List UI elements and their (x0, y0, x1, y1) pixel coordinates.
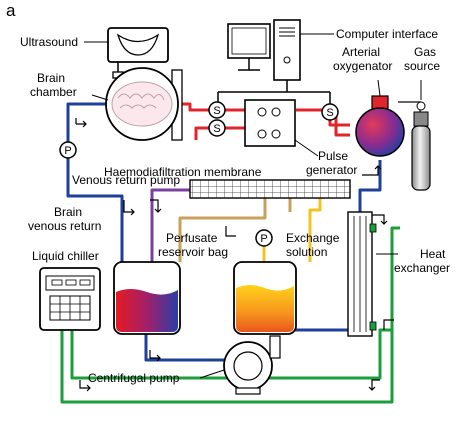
flow-arrow (362, 165, 382, 176)
sensor: S (208, 101, 226, 119)
label-heat-exchanger-line2: exchanger (394, 261, 450, 275)
exchange-line (308, 198, 322, 262)
label-haemodiafiltration-membrane: Haemodiafiltration membrane (104, 165, 262, 179)
label-brain-chamber-line2: chamber (30, 85, 77, 99)
pressure-label: P (260, 233, 267, 245)
label-arterial-oxygenator-line2: oxygenator (333, 59, 392, 73)
label-venous-return-pump: Venous return pump (72, 173, 180, 187)
label-exchange-solution-line2: solution (286, 245, 327, 259)
sensor: S (321, 103, 339, 121)
flow-arrow (79, 380, 91, 392)
computer (227, 19, 301, 81)
flow-arrow (150, 199, 162, 213)
label-pulse-generator-line1: Pulse (318, 149, 348, 163)
label-computer-interface: Computer interface (336, 27, 438, 41)
labels: a Ultrasound Brain chamber Computer inte… (6, 1, 450, 385)
brain-chamber-pointer (91, 94, 109, 101)
flow-arrow (123, 200, 135, 216)
venous-line (358, 160, 382, 212)
label-gas-source-line1: Gas (414, 45, 436, 59)
pressure-gauge: P (255, 229, 273, 247)
arterial-oxygenator (355, 95, 405, 157)
flow-arrow (383, 319, 394, 330)
label-arterial-oxygenator-line1: Arterial (342, 45, 380, 59)
flow-arrow (149, 350, 161, 362)
coolant-line (60, 226, 400, 404)
flow-arrow (75, 118, 87, 128)
perfusate-line (178, 198, 267, 262)
label-ultrasound: Ultrasound (20, 35, 78, 49)
label-exchange-solution-line1: Exchange (286, 231, 340, 245)
pressure-gauge: P (59, 141, 77, 159)
venous-line (66, 102, 124, 262)
venous-line (144, 332, 224, 362)
filtrate-line (150, 188, 190, 262)
flow-arrow (225, 226, 236, 237)
label-liquid-chiller: Liquid chiller (32, 249, 99, 263)
ultrasound-probe (107, 27, 169, 79)
centrifugal-pump-pointer (199, 369, 225, 379)
flow-arrows (75, 118, 394, 392)
label-perfusate-reservoir-line2: reservoir bag (158, 245, 228, 259)
flow-arrow (370, 214, 388, 225)
sensor-label: S (326, 107, 333, 119)
label-brain-venous-return-line2: venous return (28, 219, 101, 233)
pulse-generator (244, 99, 296, 147)
label-gas-source-line2: source (404, 59, 440, 73)
liquid-chiller (39, 267, 101, 331)
gas-source (411, 101, 431, 191)
flow-arrow (368, 379, 380, 391)
heat-exchanger (347, 211, 377, 337)
haemodiafiltration-membrane (189, 179, 351, 199)
oxygenator-pointer (377, 79, 381, 97)
label-centrifugal-pump: Centrifugal pump (88, 371, 180, 385)
arterial-line (296, 108, 350, 137)
sensor-label: S (213, 123, 220, 135)
perfusate-reservoir-bag (113, 261, 181, 335)
panel-letter: a (6, 1, 16, 20)
sensor-label: S (213, 105, 220, 117)
centrifugal-pump (223, 335, 281, 395)
sensor: S (208, 119, 226, 137)
label-brain-venous-return-line1: Brain (54, 205, 82, 219)
pressure-label: P (64, 145, 71, 157)
label-heat-exchanger-line1: Heat (420, 247, 446, 261)
brain-chamber (105, 67, 183, 141)
label-pulse-generator-line2: generator (306, 163, 357, 177)
pulse-generator-pointer (294, 139, 319, 157)
arterial-line (194, 126, 245, 140)
exchange-solution-bag (233, 261, 297, 335)
label-perfusate-reservoir-line1: Perfusate (166, 231, 218, 245)
label-brain-chamber-line1: Brain (37, 71, 65, 85)
